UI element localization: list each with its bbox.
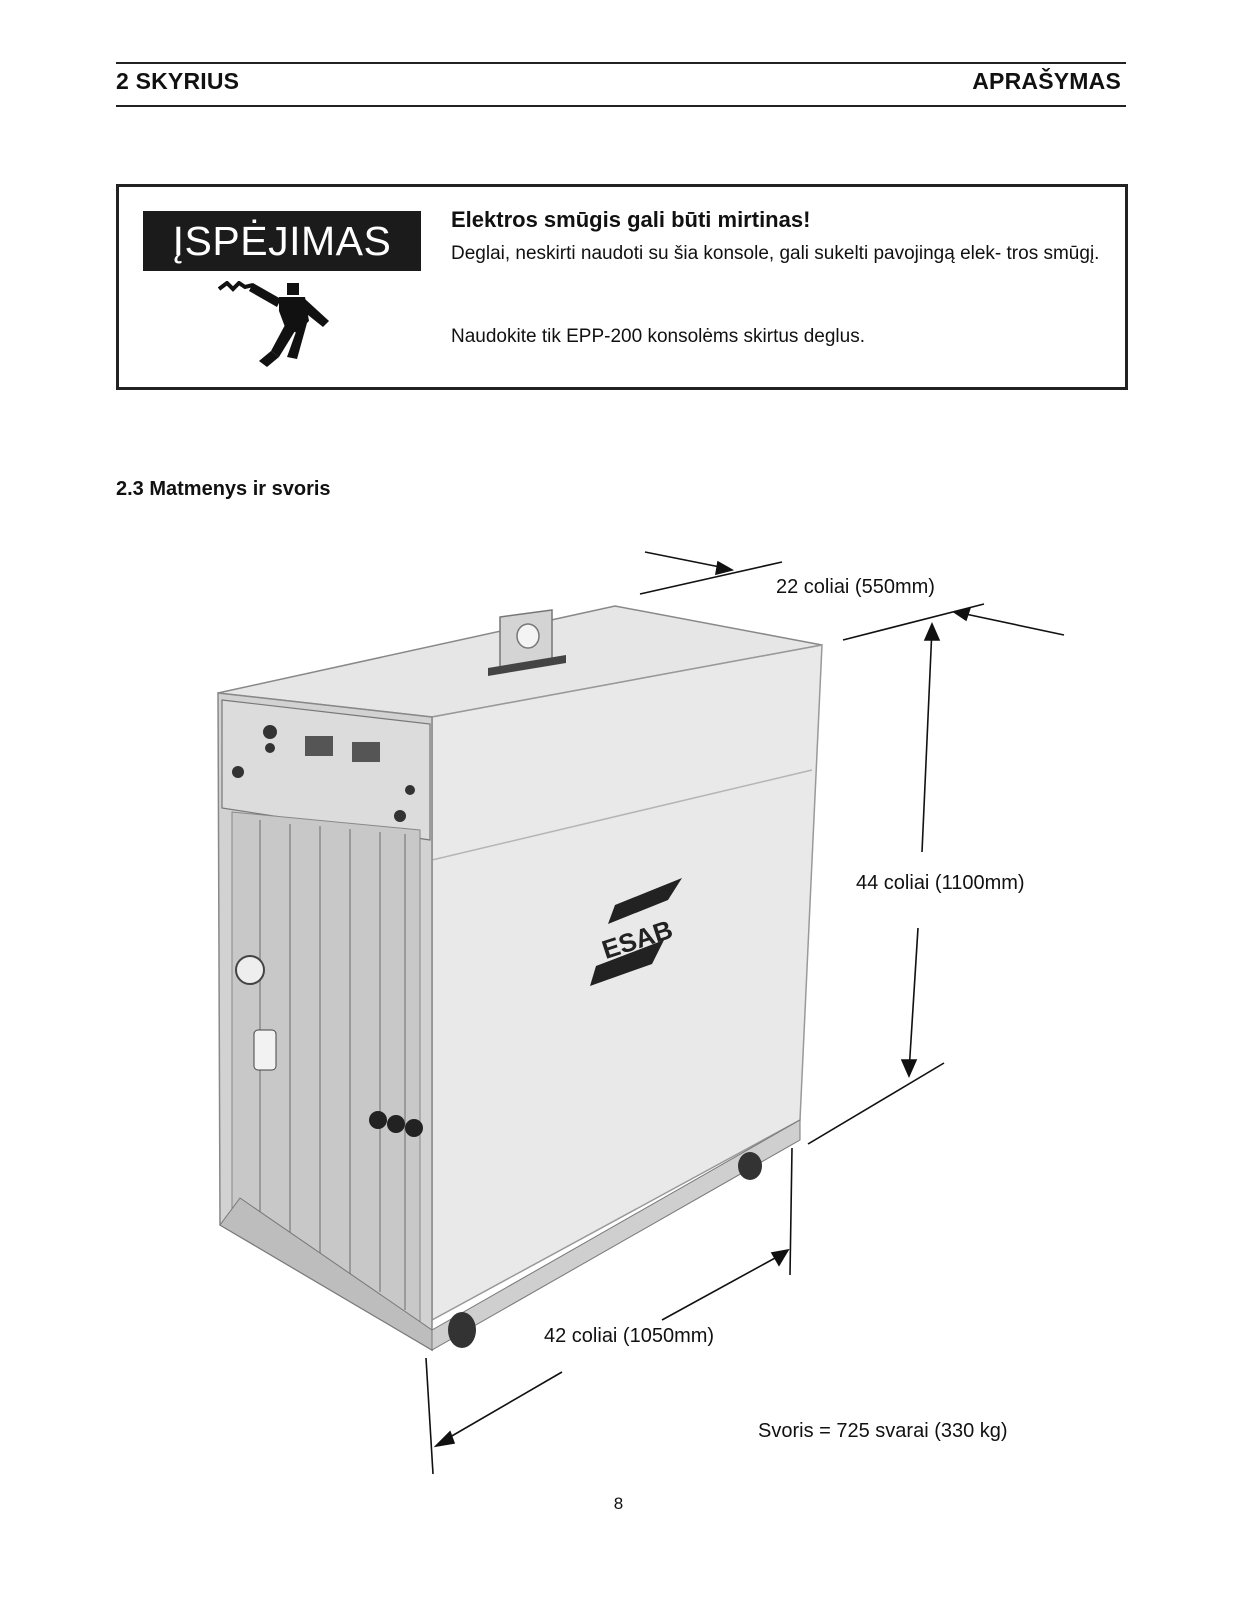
top-rule [116, 62, 1126, 64]
warning-body: Deglai, neskirti naudoti su šia konsole,… [451, 243, 1100, 264]
warning-title: Elektros smūgis gali būti mirtinas! [451, 207, 811, 232]
page-number: 8 [613, 1494, 624, 1513]
section-heading: 2.3 Matmenys ir svoris [116, 478, 331, 500]
section-title: APRAŠYMAS [972, 68, 1121, 94]
height-dimension-label: 44 coliai (1100mm) [856, 872, 1025, 894]
header-bottom-rule [116, 105, 1126, 107]
warning-box: ĮSPĖJIMAS Elektros smūgis gali būti mirt… [116, 184, 1128, 390]
weight-label: Svoris = 725 svarai (330 kg) [758, 1420, 1008, 1442]
chapter-title: 2 SKYRIUS [116, 68, 240, 94]
warning-instruction: Naudokite tik EPP-200 konsolėms skirtus … [451, 326, 865, 347]
warning-label: ĮSPĖJIMAS [143, 211, 421, 271]
electric-shock-icon [217, 281, 329, 367]
depth-dimension-label: 42 coliai (1050mm) [544, 1325, 715, 1347]
width-dimension-label: 22 coliai (550mm) [776, 576, 935, 598]
